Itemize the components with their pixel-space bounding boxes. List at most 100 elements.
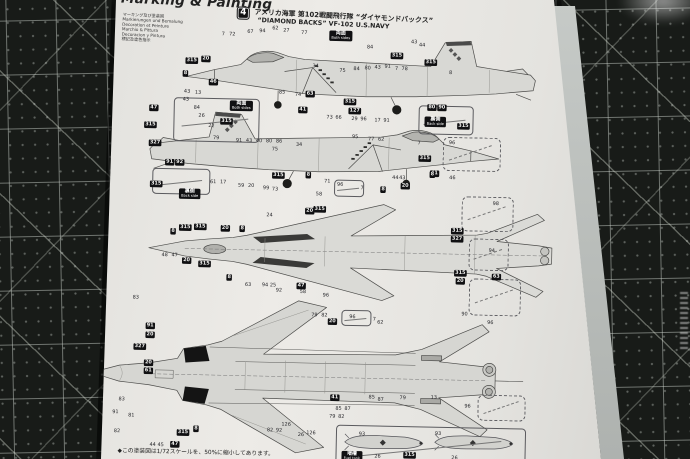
callout-number-side_view_top: 34 xyxy=(312,63,319,69)
paint-color-badge-bottom_view: 315 xyxy=(176,429,190,436)
callout-number-side_view_second: 61 xyxy=(210,179,217,185)
callout-number-side_view_second: 75 xyxy=(271,146,279,153)
callout-number-side_view_top: 85 xyxy=(278,89,286,96)
paint-color-badge-top_view: 20 xyxy=(220,224,230,232)
callout-number-bottom_view: 62 xyxy=(377,319,384,326)
page-title: Marking & Painting xyxy=(120,0,273,13)
paint-color-badge-bottom_view: 8 xyxy=(193,425,199,433)
paint-color-badge-top_view: 63 xyxy=(491,273,501,281)
paint-color-badge-top_view: 20 xyxy=(181,257,192,264)
callout-number-side_view_top: 7 xyxy=(394,66,399,72)
callout-number-side_view_top: 74 xyxy=(294,91,302,98)
callout-number-bottom_view: 82 xyxy=(113,428,121,434)
callout-number-side_view_top: 13 xyxy=(194,89,202,96)
detail-box-sketch xyxy=(337,187,360,192)
callout-number-fuel_tanks: 126 xyxy=(306,430,316,436)
callout-number-top_view: 24 xyxy=(266,212,273,219)
paint-color-badge-side_view_second: 20 xyxy=(400,182,410,190)
paint-color-badge-top_view: 8 xyxy=(226,274,233,281)
paint-color-badge-side_view_top: 63 xyxy=(305,90,315,98)
paint-color-badge-top_view: 8 xyxy=(239,225,246,232)
paint-color-badge-top_view: 315 xyxy=(178,224,192,231)
f14-top-view-drawing xyxy=(148,204,553,301)
callout-number-fuel_tanks: 26 xyxy=(297,432,305,438)
callout-number-side_view_second: 20 xyxy=(247,183,255,189)
badge-text-en: Back side xyxy=(181,193,199,199)
detail-box-sketch xyxy=(344,317,367,321)
dashed-detail-box xyxy=(477,394,526,422)
callout-number-side_view_top: 67 xyxy=(247,28,254,35)
badge-text-en: Both sides xyxy=(231,105,251,111)
dashed-detail-box xyxy=(461,196,514,233)
callout-number-side_view_top: 43 xyxy=(183,88,191,95)
callout-number-top_view: 48 xyxy=(161,252,168,258)
detail-box-sketch xyxy=(449,145,493,162)
paint-color-badge-top_view: 315 xyxy=(313,205,326,213)
callout-number-side_view_top: 80 xyxy=(364,65,371,72)
callout-number-side_view_second: 73 xyxy=(326,114,333,121)
detail-box-sketch xyxy=(467,206,506,221)
detail-box-sketch xyxy=(474,289,513,304)
callout-number-side_view_second: 66 xyxy=(335,114,342,121)
callout-number-fuel_tanks: 26 xyxy=(374,453,381,459)
callout-number-side_view_second: 29 xyxy=(351,116,358,122)
callout-number-side_view_second: 43 xyxy=(245,137,253,144)
callout-number-side_view_second: 40 xyxy=(255,138,263,144)
callout-number-top_view: 96 xyxy=(487,320,494,326)
callout-number-side_view_second: 86 xyxy=(275,138,283,145)
badge-text-en: Back side xyxy=(426,121,444,127)
callout-number-side_view_second: 95 xyxy=(351,134,359,140)
callout-number-bottom_view: 82 xyxy=(266,427,274,434)
callout-number-side_view_second: 59 xyxy=(237,182,245,189)
paint-color-badge-fuel_tanks: 315 xyxy=(403,451,416,459)
callout-number-bottom_view: 82 xyxy=(321,312,328,319)
detail-box-sketch xyxy=(181,118,249,127)
callout-number-side_view_second: 22 xyxy=(208,123,215,129)
callout-number-side_view_second: 77 xyxy=(367,136,375,143)
callout-number-side_view_second: 17 xyxy=(374,117,381,124)
callout-number-side_view_top: 43 xyxy=(410,39,418,46)
callout-number-top_view: 94 xyxy=(261,282,269,288)
callout-number-fuel_tanks: 26 xyxy=(451,455,458,459)
callout-number-side_view_top: 75 xyxy=(339,67,346,74)
scheme-number-badge: 4 xyxy=(236,6,250,20)
paint-color-badge-top_view: 315 xyxy=(193,223,207,231)
paint-color-badge-bottom_view: 327 xyxy=(133,343,147,350)
callout-number-bottom_view: 44 xyxy=(149,442,156,448)
callout-number-side_view_top: 62 xyxy=(272,25,279,32)
callout-number-bottom_view: 96 xyxy=(464,403,471,410)
paint-color-badge-top_view: 315 xyxy=(454,269,467,277)
paint-color-badge-side_view_top: 90 xyxy=(437,104,447,112)
callout-number-side_view_second: 84 xyxy=(193,104,200,111)
paint-color-badge-side_view_top: 8 xyxy=(182,70,189,77)
detail-box-sketch xyxy=(483,400,519,414)
callout-number-side_view_second: 73 xyxy=(271,186,279,193)
paint-color-badge-bottom_view: 47 xyxy=(170,440,180,448)
callout-number-side_view_second: 80 xyxy=(265,138,273,145)
callout-number-bottom_view: 13 xyxy=(430,394,437,401)
paint-color-badge-side_view_top: 315 xyxy=(390,52,404,60)
detail-box xyxy=(335,424,527,459)
callout-number-side_view_top: 27 xyxy=(283,27,290,34)
callout-number-side_view_top: 78 xyxy=(401,66,408,72)
callout-number-top_view: 92 xyxy=(275,287,283,294)
callout-number-top_view: 98 xyxy=(492,201,500,207)
callout-number-side_view_top: 43 xyxy=(374,64,381,71)
callout-number-bottom_view: 87 xyxy=(344,406,351,412)
callout-number-side_view_second: 91 xyxy=(235,137,243,144)
callout-number-bottom_view: 79 xyxy=(399,395,406,401)
callout-number-bottom_view: 82 xyxy=(338,413,345,420)
paint-color-badge-bottom_view: 20 xyxy=(145,331,155,339)
callout-number-bottom_view: 45 xyxy=(157,442,164,448)
detail-box xyxy=(341,309,372,327)
callout-number-side_view_second: 34 xyxy=(295,142,303,148)
callout-number-side_view_second: 26 xyxy=(198,112,205,119)
callout-number-bottom_view: 79 xyxy=(311,312,318,318)
detail-box-sketch xyxy=(157,180,203,186)
paint-color-badge-side_view_second: 8 xyxy=(305,171,312,179)
